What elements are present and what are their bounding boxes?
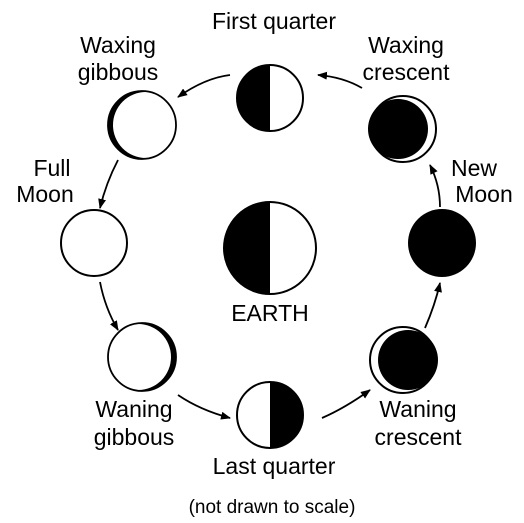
label-waxing-crescent-line2: crescent: [363, 59, 451, 85]
arrow-first-quarter-to-waxing-gibbous: [178, 75, 230, 97]
label-waning-gibbous-line1: Waning: [95, 396, 172, 422]
label-new-moon-line2: Moon: [455, 181, 513, 207]
label-waning-crescent-line2: crescent: [375, 424, 463, 450]
waning-gibbous-moon-icon: [105, 323, 176, 391]
first-quarter-moon-icon: [237, 65, 303, 131]
earth-icon: [224, 202, 316, 294]
arrow-waxing-gibbous-to-full: [100, 160, 118, 208]
not-to-scale-note: (not drawn to scale): [189, 497, 356, 518]
label-waning-gibbous-line2: gibbous: [94, 424, 175, 450]
label-waxing-gibbous-line1: Waxing: [80, 32, 156, 58]
waxing-crescent-moon-icon: [368, 96, 436, 162]
last-quarter-moon-icon: [237, 382, 303, 448]
label-waxing-gibbous-line2: gibbous: [78, 59, 159, 85]
arrow-waning-crescent-to-new: [425, 283, 440, 328]
label-full-moon-line1: Full: [33, 155, 70, 181]
earth-label: EARTH: [231, 300, 309, 326]
label-last-quarter: Last quarter: [213, 453, 336, 479]
label-full-moon-line2: Moon: [16, 181, 74, 207]
waxing-gibbous-moon-icon: [108, 91, 179, 159]
label-first-quarter: First quarter: [212, 8, 336, 34]
arrow-waxing-crescent-to-first-quarter: [318, 75, 362, 88]
arrow-new-to-waxing-crescent: [430, 165, 440, 207]
label-waxing-crescent-line1: Waxing: [368, 32, 444, 58]
label-new-moon-line1: New: [451, 155, 497, 181]
new-moon-icon: [408, 209, 476, 277]
full-moon-icon: [61, 210, 127, 276]
arrow-waning-gibbous-to-last-quarter: [178, 395, 230, 418]
arrow-last-quarter-to-waning-crescent: [322, 390, 370, 418]
arrow-full-to-waning-gibbous: [100, 282, 118, 330]
label-waning-crescent-line1: Waning: [379, 396, 456, 422]
waning-crescent-moon-icon: [370, 327, 438, 393]
